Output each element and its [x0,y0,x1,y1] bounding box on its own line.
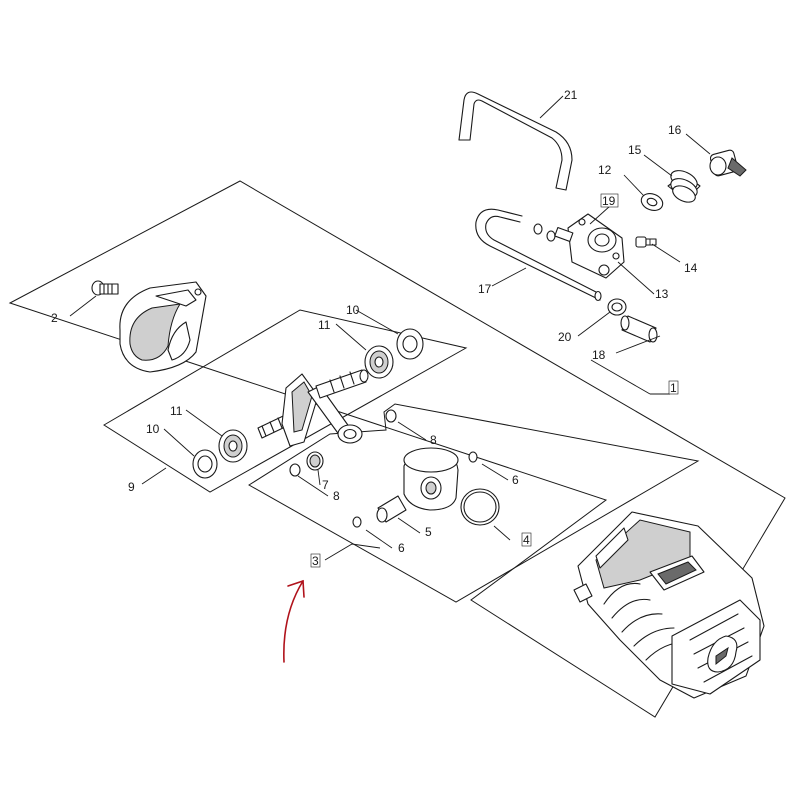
bolt-part-2 [91,280,119,296]
callout-6-right: 6 [512,473,519,487]
annotation-arrow [283,579,305,663]
callout-14: 14 [684,261,698,275]
callout-6-left: 6 [398,541,405,555]
callout-21: 21 [564,88,578,102]
pin-part-18 [620,315,658,343]
callout-8-left: 8 [333,489,340,503]
circlip-part-8-right [385,409,397,423]
callout-19: 19 [602,194,616,208]
ring-part-6-right [468,451,478,463]
seal-part-19 [533,223,556,242]
callout-7: 7 [322,478,329,492]
callout-3: 3 [312,554,319,568]
needle-bearing-part-7 [306,451,324,471]
callout-11-right: 11 [318,318,331,332]
callout-9: 9 [128,480,135,494]
callout-12: 12 [598,163,612,177]
annotation-arrow-head [287,579,305,598]
callout-18: 18 [592,348,606,362]
screw-part-14 [635,236,657,248]
bearing-cap [119,281,207,373]
washer-part-12 [640,193,664,211]
callout-11-left: 11 [170,404,183,418]
callout-16: 16 [668,123,682,137]
hose-part-21 [458,91,573,191]
frame-cylinder-assembly [8,180,786,718]
callout-10-left: 10 [146,422,160,436]
bearing-part-11-right [364,345,394,379]
callout-8-right: 8 [430,433,437,447]
cylinder [573,511,765,699]
worm-gear-part-15 [667,170,701,203]
callout-5: 5 [425,525,432,539]
callout-13: 13 [655,287,669,301]
clip-part-16 [709,149,747,177]
frame-crankshaft-assembly [103,309,468,493]
annotation-arrow-stroke [283,580,304,663]
piston [403,447,459,511]
ring-part-6-left [352,516,362,528]
crankshaft [257,369,369,447]
bearing-part-11-left [218,429,248,463]
seal-part-10-right [396,328,424,360]
callout-10-right: 10 [346,303,360,317]
piston-ring-part-4 [460,488,500,526]
piston-pin-part-5 [376,495,407,523]
circlip-part-8-left [289,463,301,477]
callout-15: 15 [628,143,642,157]
callout-labels: 1 2 3 4 5 6 6 7 8 8 9 10 10 11 11 12 13 … [51,88,698,568]
callout-1: 1 [670,381,677,395]
callout-17: 17 [478,282,492,296]
oil-pump-part-13 [554,213,625,279]
oring-part-20 [607,298,627,316]
callout-4: 4 [523,533,530,547]
leader-lines [69,95,711,561]
callout-2: 2 [51,311,58,325]
oil-line-part-17 [475,208,602,302]
seal-part-10-left [192,449,218,479]
callout-20: 20 [558,330,572,344]
